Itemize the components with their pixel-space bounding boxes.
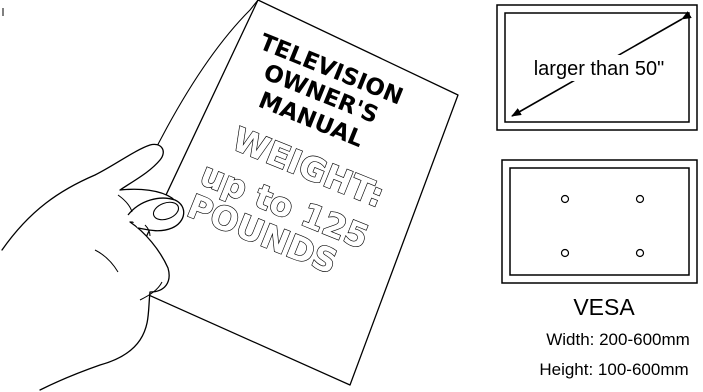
vesa-diagram: VESA Width: 200-600mm Height: 100-600mm [502, 160, 697, 379]
vesa-inner-frame [510, 168, 689, 275]
tv-size-label: larger than 50" [534, 58, 665, 80]
vesa-mount-hole [637, 250, 644, 257]
tv-size-diagram: larger than 50" [497, 5, 697, 130]
vesa-mount-hole [562, 250, 569, 257]
vesa-height-spec: Height: 100-600mm [539, 360, 688, 379]
vesa-mount-hole [562, 196, 569, 203]
vesa-title: VESA [573, 294, 635, 320]
owners-manual-illustration: TELEVISION OWNER'S MANUAL WEIGHT: up to … [2, 0, 458, 390]
vesa-mount-hole [637, 196, 644, 203]
vesa-width-spec: Width: 200-600mm [546, 330, 690, 349]
hand-outline [2, 144, 178, 390]
